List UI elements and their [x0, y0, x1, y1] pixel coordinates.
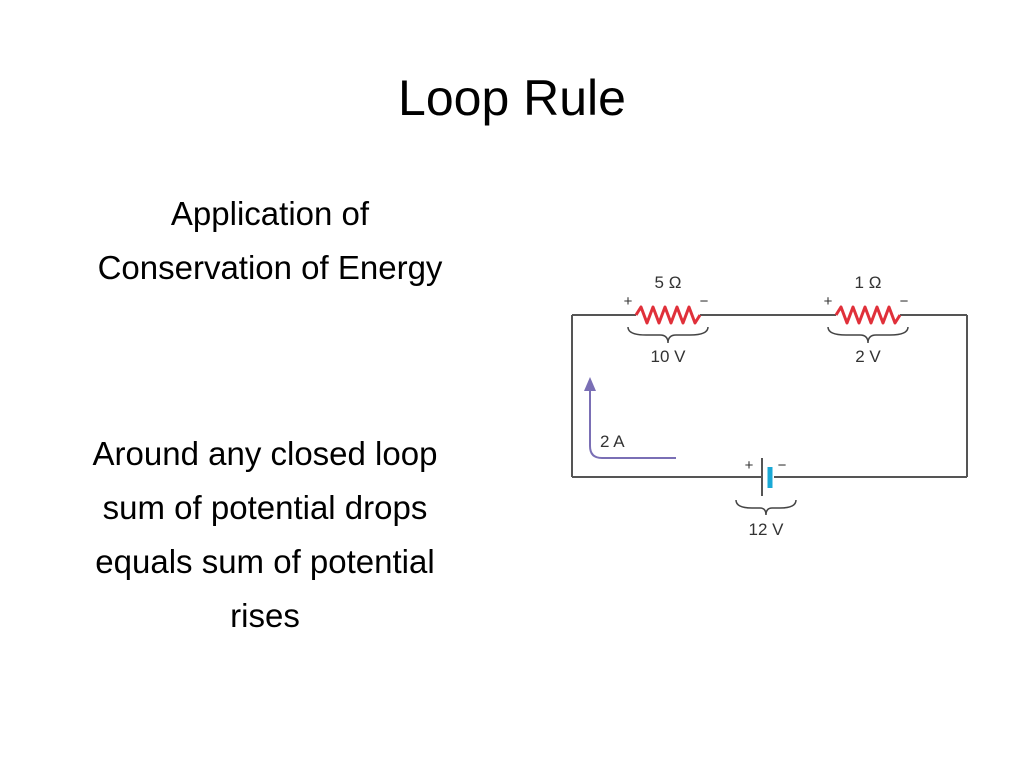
battery-plus: + [745, 457, 754, 474]
resistor-1-voltage: 10 V [651, 347, 687, 366]
loop-rule-statement: Around any closed loop sum of potential … [30, 427, 500, 643]
circuit-diagram: 5 Ω + − 10 V 1 Ω + − 2 V + − 12 V 2 A [571, 273, 968, 539]
resistor-1-minus: − [700, 293, 709, 310]
subtitle-text: Application of Conservation of Energy [40, 187, 500, 295]
resistor-2-plus: + [824, 293, 833, 310]
battery-voltage: 12 V [749, 520, 785, 539]
resistor-1-zigzag [634, 305, 702, 325]
resistor-2-resistance: 1 Ω [855, 273, 882, 292]
battery-minus: − [778, 457, 787, 474]
resistor-2-minus: − [900, 293, 909, 310]
battery-brace [735, 499, 797, 516]
current-arrow-path [589, 388, 676, 459]
statement-line: Around any closed loop [92, 435, 438, 472]
resistor-1-brace [627, 326, 709, 344]
resistor-1: 5 Ω + − 10 V [624, 273, 709, 366]
statement-line: equals sum of potential [95, 543, 435, 580]
statement-line: rises [230, 597, 300, 634]
resistor-2-brace [827, 326, 909, 344]
current-arrow: 2 A [584, 377, 676, 459]
current-arrowhead [584, 377, 596, 391]
resistor-2: 1 Ω + − 2 V [824, 273, 909, 366]
resistor-2-voltage: 2 V [855, 347, 881, 366]
resistor-1-plus: + [624, 293, 633, 310]
battery: + − 12 V [735, 457, 797, 539]
slide-title: Loop Rule [398, 70, 626, 126]
resistor-2-zigzag [834, 305, 902, 325]
statement-line: sum of potential drops [102, 489, 428, 526]
resistor-1-resistance: 5 Ω [655, 273, 682, 292]
subtitle-line: Application of [170, 195, 370, 232]
current-label: 2 A [600, 432, 625, 451]
circuit-wires [571, 314, 968, 478]
subtitle-line: Conservation of Energy [97, 249, 443, 286]
